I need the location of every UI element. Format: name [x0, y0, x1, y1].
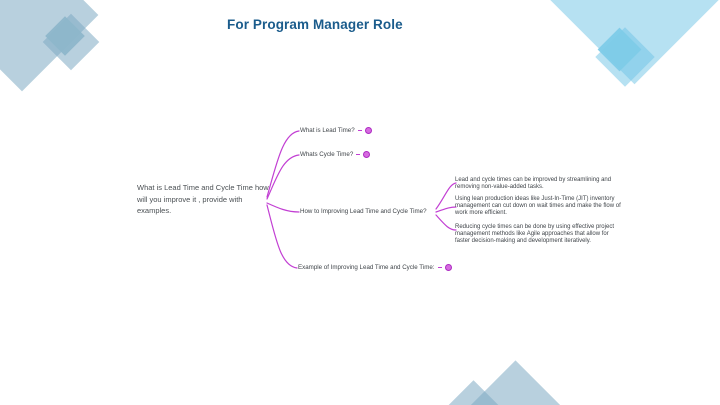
- collapse-badge[interactable]: [444, 264, 452, 271]
- branch-curve: [266, 130, 300, 198]
- mindmap-node-example[interactable]: Example of Improving Lead Time and Cycle…: [298, 264, 452, 271]
- mindmap-subnode-lean-jit[interactable]: Using lean production ideas like Just-In…: [455, 196, 621, 216]
- mindmap-node-lead-time[interactable]: What is Lead Time?: [300, 127, 372, 134]
- branch-curve: [266, 204, 298, 269]
- subbranch-curve: [435, 214, 457, 231]
- connector-dash: [356, 153, 361, 156]
- subbranch-curve: [435, 182, 457, 210]
- mindmap-node-how-to-improve[interactable]: How to Improving Lead Time and Cycle Tim…: [300, 208, 427, 215]
- node-label[interactable]: Example of Improving Lead Time and Cycle…: [298, 264, 435, 271]
- subbranch-curve: [435, 206, 457, 213]
- branch-curve: [266, 154, 300, 200]
- node-label[interactable]: Whats Cycle Time?: [300, 151, 354, 158]
- connector-dash: [357, 129, 362, 132]
- connector-dash: [437, 266, 442, 269]
- branch-curve: [266, 202, 300, 213]
- mindmap-node-cycle-time[interactable]: Whats Cycle Time?: [300, 151, 371, 158]
- node-label[interactable]: How to Improving Lead Time and Cycle Tim…: [300, 208, 427, 215]
- mindmap-subnode-streamlining[interactable]: Lead and cycle times can be improved by …: [455, 177, 612, 190]
- mindmap-subnode-agile[interactable]: Reducing cycle times can be done by usin…: [455, 224, 614, 244]
- slide-title: For Program Manager Role: [227, 17, 403, 32]
- mindmap-root-node[interactable]: What is Lead Time and Cycle Time how wil…: [137, 183, 269, 215]
- collapse-badge[interactable]: [363, 151, 371, 158]
- node-label[interactable]: What is Lead Time?: [300, 127, 355, 134]
- collapse-badge[interactable]: [364, 127, 372, 134]
